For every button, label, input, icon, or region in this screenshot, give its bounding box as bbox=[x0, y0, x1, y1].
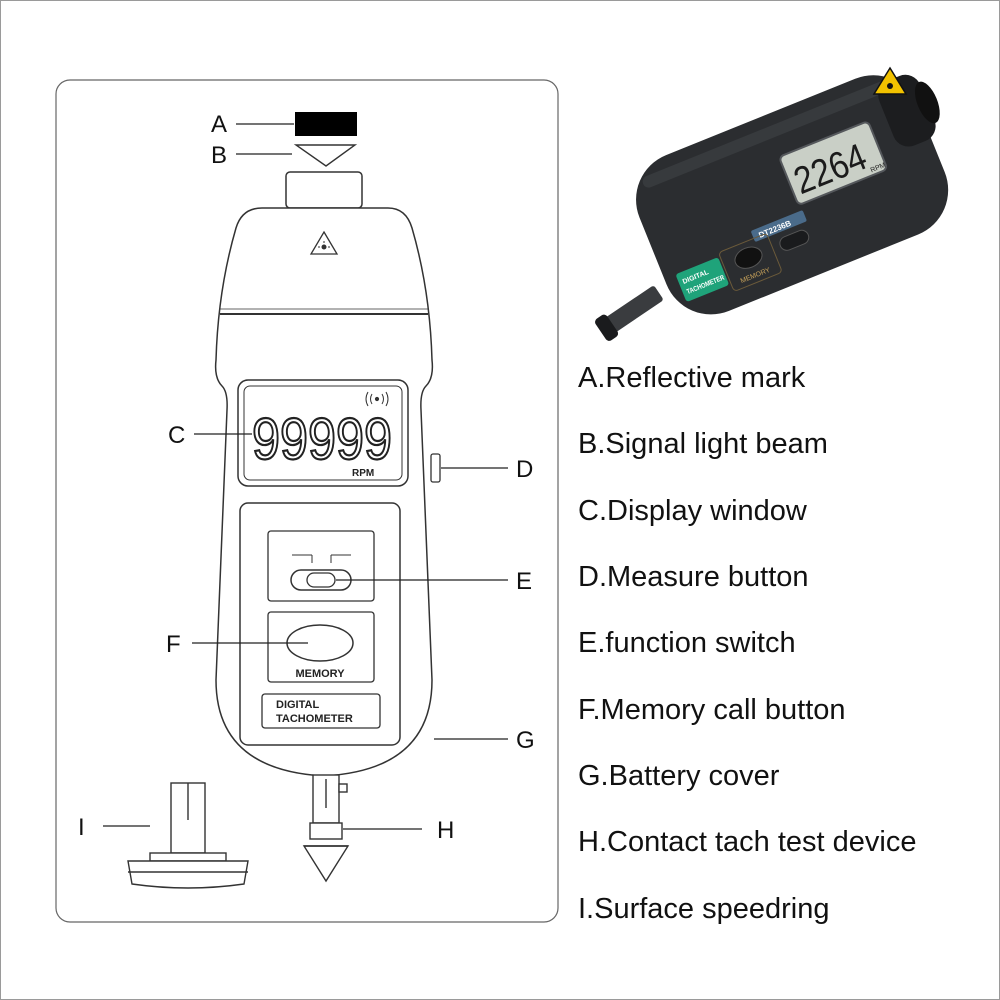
callout-d: D bbox=[516, 456, 533, 483]
legend-item-d: D.Measure button bbox=[578, 561, 809, 593]
reflective-mark bbox=[295, 112, 357, 136]
signal-icon bbox=[365, 391, 389, 407]
display-unit: RPM bbox=[352, 468, 374, 479]
legend-item-e: E.function switch bbox=[578, 627, 796, 659]
switch-slider bbox=[306, 572, 336, 588]
model-badge bbox=[261, 693, 381, 729]
badge-line1: DIGITAL bbox=[276, 699, 319, 711]
callout-f: F bbox=[166, 631, 181, 658]
legend-item-a: A.Reflective mark bbox=[578, 362, 806, 394]
contact-tip bbox=[302, 774, 350, 883]
surface-speedring bbox=[127, 782, 249, 889]
legend-item-f: F.Memory call button bbox=[578, 694, 846, 726]
callout-a: A bbox=[211, 111, 227, 138]
legend-item-g: G.Battery cover bbox=[578, 760, 780, 792]
sensor-head bbox=[285, 171, 363, 209]
legend-item-i: I.Surface speedring bbox=[578, 893, 830, 925]
legend-item-b: B.Signal light beam bbox=[578, 428, 828, 460]
legend-item-c: C.Display window bbox=[578, 495, 807, 527]
memory-button-label: MEMORY bbox=[295, 668, 345, 680]
measure-button[interactable] bbox=[430, 453, 441, 483]
signal-beam-icon bbox=[293, 144, 358, 167]
photo-lcd bbox=[779, 121, 887, 205]
callout-h: H bbox=[437, 817, 454, 844]
photo-memory-button bbox=[734, 246, 763, 269]
photo-laser-warning-icon bbox=[872, 66, 908, 95]
product-photo: 2264 RPM DT2236B MEMORY DIGITAL TACHOMET… bbox=[595, 66, 949, 341]
laser-warning-icon bbox=[309, 230, 339, 255]
callout-e: E bbox=[516, 568, 532, 595]
switch-marks bbox=[292, 554, 351, 563]
callout-c: C bbox=[168, 422, 185, 449]
callout-i: I bbox=[78, 814, 85, 841]
photo-badge bbox=[676, 257, 729, 302]
badge-line2: TACHOMETER bbox=[276, 713, 353, 725]
leader-lines bbox=[103, 123, 508, 830]
callout-g: G bbox=[516, 727, 535, 754]
legend-item-h: H.Contact tach test device bbox=[578, 826, 917, 858]
callout-b: B bbox=[211, 142, 227, 169]
display-window bbox=[243, 385, 403, 481]
display-digits: 99999 bbox=[252, 407, 392, 472]
